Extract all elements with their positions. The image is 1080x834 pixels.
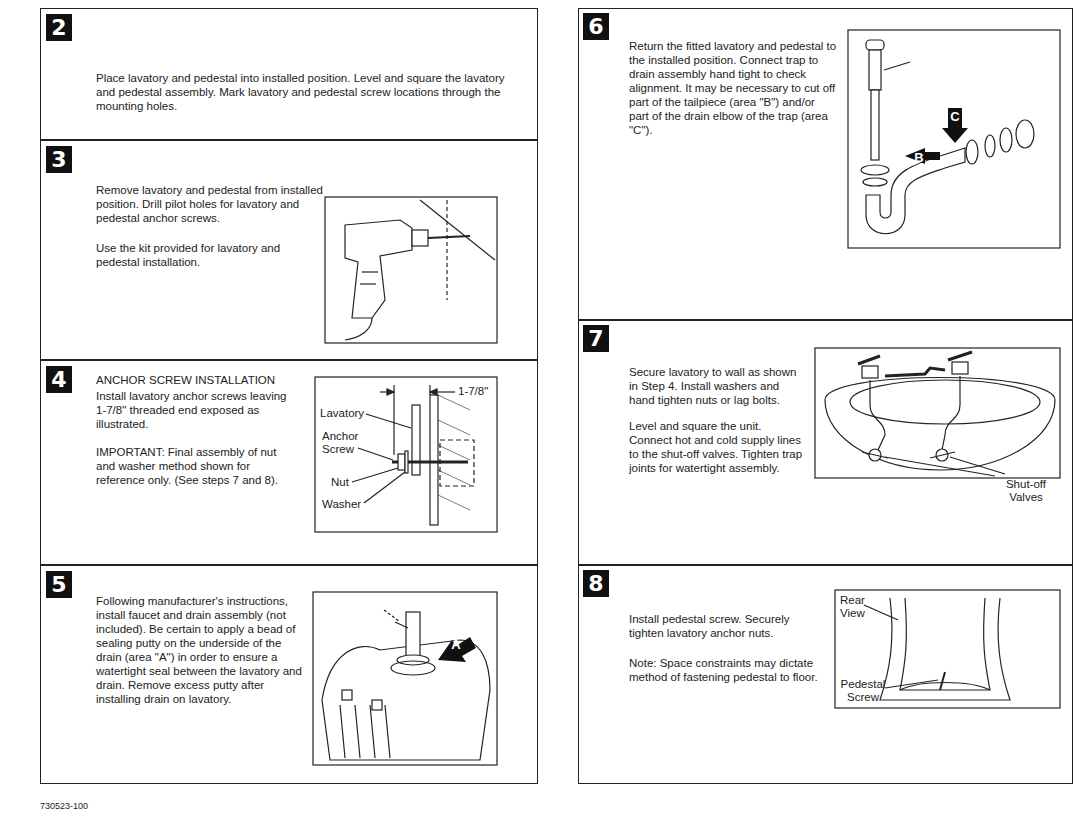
- part-label: Pedestal Screw: [838, 678, 888, 704]
- area-callout: B: [912, 151, 926, 164]
- step-panel: 3Remove lavatory and pedestal from insta…: [40, 140, 538, 360]
- step-text: Place lavatory and pedestal into install…: [96, 71, 516, 113]
- step-text: Remove lavatory and pedestal from instal…: [96, 183, 324, 225]
- step-panel: 2Place lavatory and pedestal into instal…: [40, 8, 538, 140]
- anchor-screw-detail: [352, 385, 474, 525]
- step-number: 5: [46, 571, 72, 598]
- step-panel: 7Secure lavatory to wall as shown in Ste…: [578, 320, 1073, 565]
- step-number: 7: [583, 325, 609, 352]
- drill: [345, 200, 495, 340]
- step-text: ANCHOR SCREW INSTALLATION: [96, 373, 316, 387]
- step-text: Note: Space constraints may dictate meth…: [629, 656, 819, 684]
- area-callout: C: [948, 110, 962, 123]
- step-number: 6: [583, 13, 609, 40]
- part-label: Rear View: [840, 594, 880, 620]
- step-panel: 5Following manufacturer's instructions, …: [40, 565, 538, 784]
- step-panel: 8Install pedestal screw. Securely tighte…: [578, 565, 1073, 784]
- basin-faucet: [825, 352, 1055, 476]
- sink-underside: [322, 610, 490, 760]
- step-text: Level and square the unit. Connect hot a…: [629, 419, 807, 475]
- part-label: 1-7/8": [458, 385, 488, 398]
- step-text: Secure lavatory to wall as shown in Step…: [629, 365, 807, 407]
- step-number: 8: [583, 570, 609, 597]
- step-text: Install pedestal screw. Securely tighten…: [629, 612, 819, 640]
- part-label: Anchor Screw: [322, 430, 366, 456]
- pedestal-rear: [864, 598, 1010, 700]
- area-callout: A: [449, 638, 463, 651]
- step-text: IMPORTANT: Final assembly of nut and was…: [96, 445, 296, 487]
- step-panel: 6Return the fitted lavatory and pedestal…: [578, 8, 1073, 320]
- step-text: Return the fitted lavatory and pedestal …: [629, 39, 837, 137]
- step-number: 4: [46, 366, 72, 393]
- step-text: Use the kit provided for lavatory and pe…: [96, 241, 324, 269]
- part-label: Nut: [331, 476, 349, 489]
- step-number: 2: [46, 14, 72, 41]
- part-label: Shut-off Valves: [996, 478, 1056, 504]
- part-label: Lavatory: [320, 407, 364, 420]
- step-text: Install lavatory anchor screws leaving 1…: [96, 389, 296, 431]
- step-number: 3: [46, 146, 72, 173]
- p-trap: [861, 40, 1034, 234]
- step-text: Following manufacturer's instructions, i…: [96, 594, 306, 706]
- part-label: Washer: [322, 498, 361, 511]
- document-number: 730523-100: [40, 800, 88, 813]
